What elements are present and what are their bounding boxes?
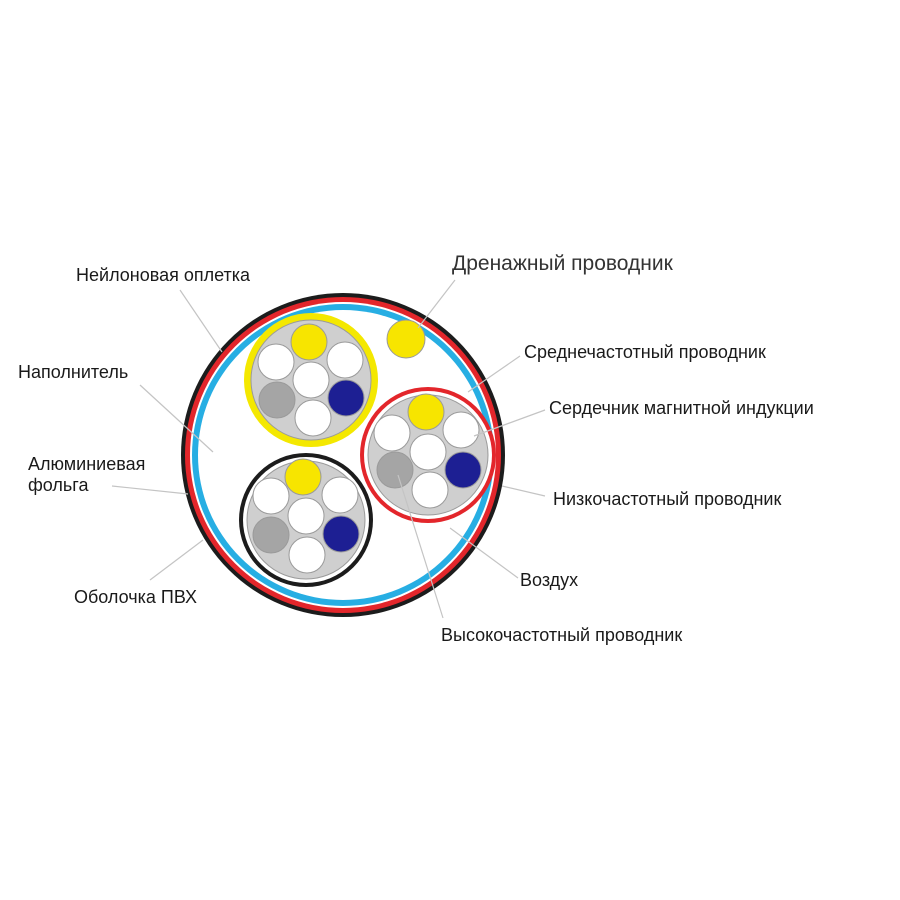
leader-magnetic-core — [473, 409, 546, 437]
leader-drain-conductor — [417, 279, 456, 329]
leader-high-frequency — [397, 474, 444, 619]
leader-air — [449, 527, 519, 579]
leader-aluminum-foil — [111, 485, 189, 495]
red-bundle-wire-top-right — [442, 411, 480, 449]
label-high-frequency-conductor: Высокочастотный проводник — [441, 625, 682, 645]
leader-lines — [111, 279, 546, 619]
red-bundle-wire-top — [407, 393, 445, 431]
leader-low-frequency — [501, 485, 546, 497]
label-aluminum-foil-line2: фольга — [28, 475, 89, 495]
black-bundle-wire-top — [284, 458, 322, 496]
yellow-bundle — [244, 313, 378, 447]
yellow-bundle-wire-top-left — [257, 343, 295, 381]
black-bundle-wire-top-left — [252, 477, 290, 515]
label-mid-frequency-conductor: Среднечастотный проводник — [524, 342, 766, 362]
leader-mid-frequency — [467, 355, 521, 393]
red-bundle-wire-center — [409, 433, 447, 471]
yellow-bundle-wire-bottom-right — [327, 379, 365, 417]
red-bundle-wire-bottom-left — [376, 451, 414, 489]
label-low-frequency-conductor: Низкочастотный проводник — [553, 489, 781, 509]
black-bundle-wire-top-right — [321, 476, 359, 514]
red-bundle-wire-bottom-right — [444, 451, 482, 489]
leader-pvc-sheath — [149, 539, 204, 581]
yellow-bundle-wire-center — [292, 361, 330, 399]
label-aluminum-foil-line1: Алюминиевая — [28, 454, 145, 474]
yellow-bundle-wire-bottom-left — [258, 381, 296, 419]
yellow-bundle-wire-bottom — [294, 399, 332, 437]
leader-nylon-braid — [179, 289, 223, 353]
label-air: Воздух — [520, 570, 578, 590]
leader-filler — [139, 384, 214, 453]
black-bundle — [239, 453, 373, 587]
labels: Нейлоновая оплетка Наполнитель Алюминиев… — [18, 252, 814, 645]
red-bundle-wire-top-left — [373, 414, 411, 452]
label-filler: Наполнитель — [18, 362, 128, 382]
black-bundle-wire-bottom-left — [252, 516, 290, 554]
label-nylon-braid: Нейлоновая оплетка — [76, 265, 251, 285]
black-bundle-wire-center — [287, 497, 325, 535]
label-magnetic-core: Сердечник магнитной индукции — [549, 398, 814, 418]
label-drain-conductor: Дренажный проводник — [452, 252, 674, 275]
drain-conductor-wire — [386, 319, 426, 359]
red-bundle-wire-bottom — [411, 471, 449, 509]
black-bundle-wire-bottom — [288, 536, 326, 574]
label-pvc-sheath: Оболочка ПВХ — [74, 587, 197, 607]
black-bundle-wire-bottom-right — [322, 515, 360, 553]
red-bundle — [360, 387, 496, 523]
yellow-bundle-wire-top-right — [326, 341, 364, 379]
yellow-bundle-wire-top — [290, 323, 328, 361]
